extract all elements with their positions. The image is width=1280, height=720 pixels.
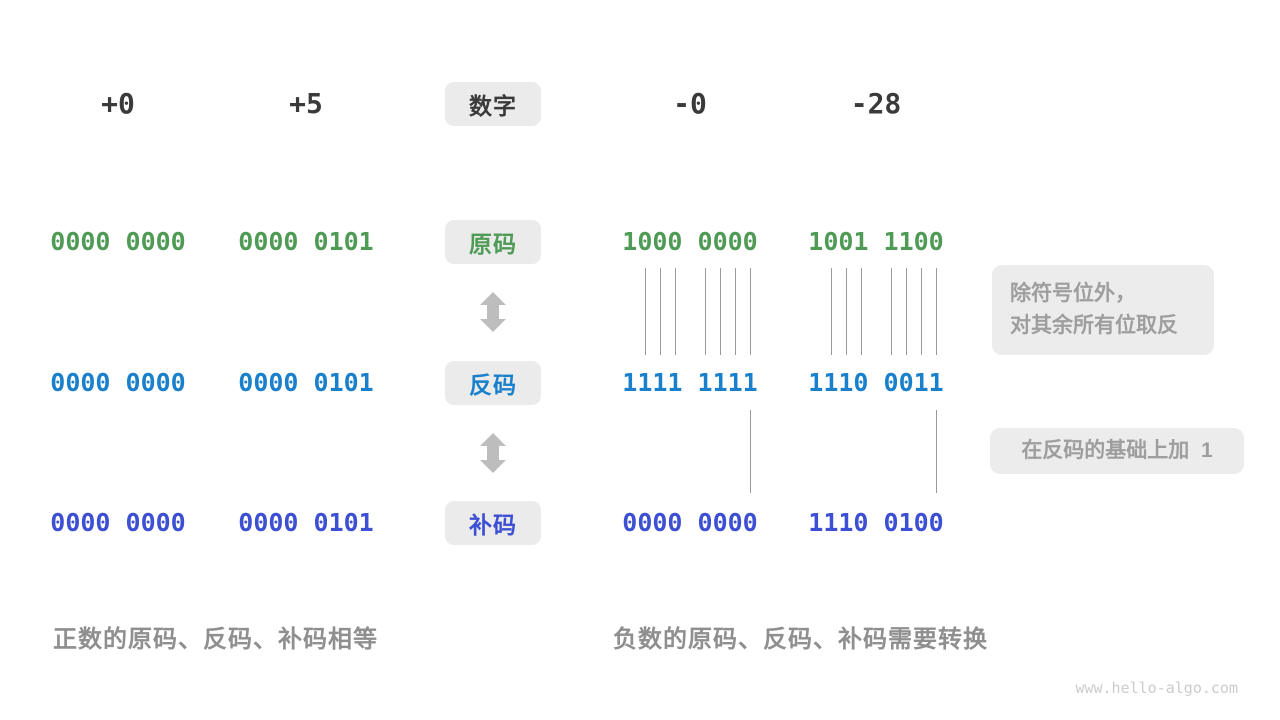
badge-number: 数字 — [445, 82, 541, 126]
binary-sign-magnitude-minus0: 1000 0000 — [622, 227, 758, 256]
number-label-minus0: -0 — [673, 87, 707, 120]
bit-flip-line — [846, 268, 847, 355]
bit-flip-line — [831, 268, 832, 355]
bit-flip-line — [675, 268, 676, 355]
add-one-note-text: 在反码的基础上加 1 — [1021, 439, 1213, 462]
bit-flip-line — [891, 268, 892, 355]
bit-flip-line — [735, 268, 736, 355]
binary-twos-complement-plus5: 0000 0101 — [238, 508, 374, 537]
add-one-note: 在反码的基础上加 1 — [990, 428, 1244, 474]
badge-sign-magnitude: 原码 — [445, 220, 541, 264]
binary-ones-complement-minus28: 1110 0011 — [808, 368, 944, 397]
bit-flip-line — [645, 268, 646, 355]
badge-twos-complement: 补码 — [445, 501, 541, 545]
flip-note-line2: 对其余所有位取反 — [1010, 314, 1178, 337]
bit-flip-line — [705, 268, 706, 355]
badge-ones-complement: 反码 — [445, 361, 541, 405]
watermark: www.hello-algo.com — [1075, 679, 1238, 697]
number-label-minus28: -28 — [850, 87, 902, 120]
bit-flip-line — [861, 268, 862, 355]
binary-sign-magnitude-minus28: 1001 1100 — [808, 227, 944, 256]
carry-line — [750, 410, 751, 493]
caption-negative: 负数的原码、反码、补码需要转换 — [613, 626, 988, 653]
carry-line — [936, 410, 937, 493]
double-arrow-icon — [480, 433, 506, 478]
flip-note-line1: 除符号位外， — [1010, 282, 1136, 305]
flip-note: 除符号位外， 对其余所有位取反 — [992, 265, 1214, 355]
binary-twos-complement-minus28: 1110 0100 — [808, 508, 944, 537]
binary-sign-magnitude-plus0: 0000 0000 — [50, 227, 186, 256]
bit-flip-line — [921, 268, 922, 355]
binary-ones-complement-plus0: 0000 0000 — [50, 368, 186, 397]
binary-sign-magnitude-plus5: 0000 0101 — [238, 227, 374, 256]
bit-flip-line — [936, 268, 937, 355]
bit-flip-line — [720, 268, 721, 355]
bit-flip-line — [660, 268, 661, 355]
bit-flip-line — [906, 268, 907, 355]
number-label-plus0: +0 — [101, 87, 135, 120]
binary-ones-complement-plus5: 0000 0101 — [238, 368, 374, 397]
number-label-plus5: +5 — [289, 87, 323, 120]
binary-twos-complement-plus0: 0000 0000 — [50, 508, 186, 537]
binary-twos-complement-minus0: 0000 0000 — [622, 508, 758, 537]
double-arrow-icon — [480, 292, 506, 337]
binary-ones-complement-minus0: 1111 1111 — [622, 368, 758, 397]
bit-flip-line — [750, 268, 751, 355]
caption-positive: 正数的原码、反码、补码相等 — [53, 626, 378, 653]
